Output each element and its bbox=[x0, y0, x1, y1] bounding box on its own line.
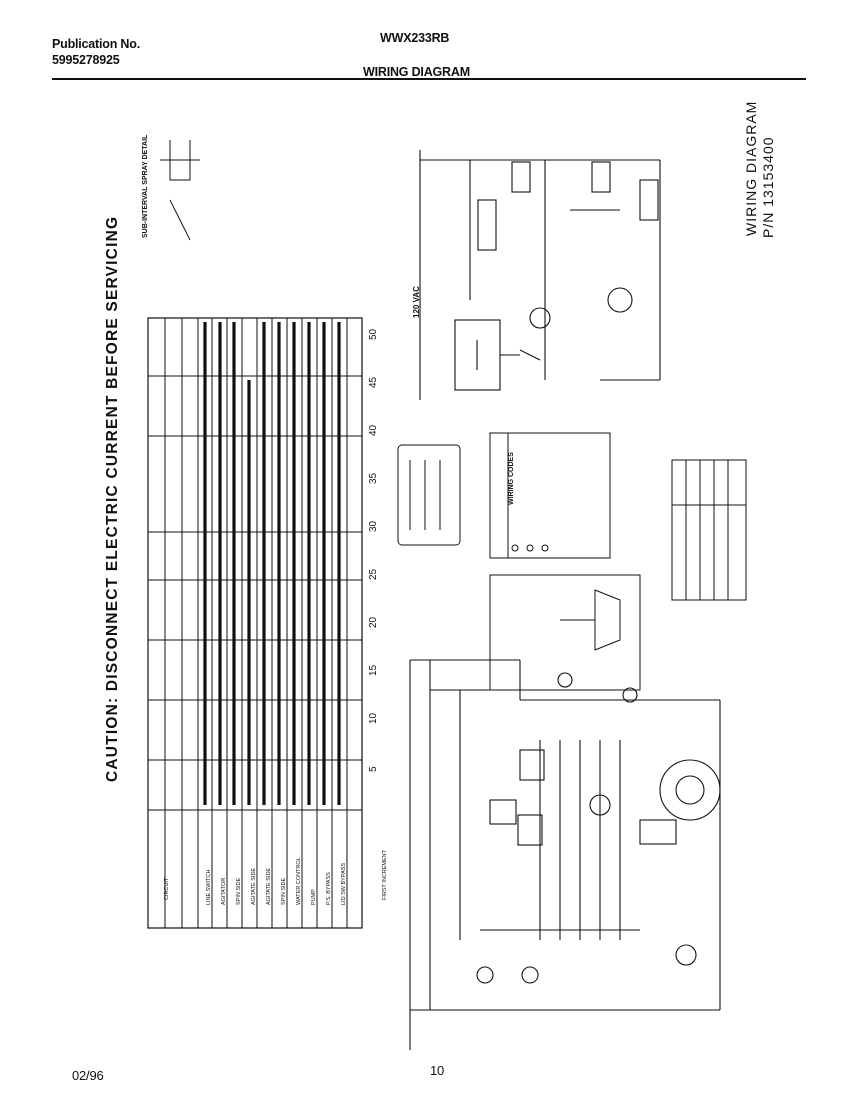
scale-label: 35 bbox=[368, 472, 379, 484]
wiring-codes-box bbox=[489, 432, 611, 559]
balance-switch-symbol bbox=[675, 944, 697, 966]
header-rule bbox=[52, 78, 806, 80]
footer-date: 02/96 bbox=[72, 1068, 104, 1083]
water-valve-symbol bbox=[519, 749, 545, 781]
schematic bbox=[419, 150, 661, 400]
scale-label: 10 bbox=[368, 712, 379, 724]
timer-sequence-chart bbox=[147, 317, 363, 929]
cabinet-ground bbox=[622, 687, 638, 703]
scale-label: 45 bbox=[368, 376, 379, 388]
publication-label: Publication No. bbox=[52, 37, 140, 51]
scale-label: 5 bbox=[368, 766, 379, 772]
scale-label: 15 bbox=[368, 664, 379, 676]
timer-scale-labels: 5 10 15 20 25 30 35 40 45 50 bbox=[368, 328, 379, 772]
scale-label: 40 bbox=[368, 424, 379, 436]
pictorial-wiring bbox=[409, 659, 721, 1050]
temperature-switch-table bbox=[671, 459, 747, 601]
circuit-label: AGITATOR bbox=[221, 878, 227, 905]
pressure-switch-symbol bbox=[489, 799, 517, 825]
circuit-label: LINE SWITCH bbox=[206, 870, 212, 905]
circuit-label: P.S. BYPASS bbox=[326, 872, 332, 905]
scale-label: 50 bbox=[368, 328, 379, 340]
service-cord-detail bbox=[489, 574, 641, 691]
circuit-label: LID SW BYPASS bbox=[341, 863, 347, 905]
scale-label: 20 bbox=[368, 616, 379, 628]
circuit-label: SPIN SIDE bbox=[236, 877, 242, 905]
circuit-label: SPIN SIDE bbox=[281, 877, 287, 905]
scale-label: 25 bbox=[368, 568, 379, 580]
timer-circuit-labels: CIRCUIT LINE SWITCH AGITATOR SPIN SIDE A… bbox=[164, 849, 388, 905]
spray-detail bbox=[160, 140, 200, 241]
circuit-label: AGITATE SIDE bbox=[266, 868, 272, 905]
timer-contact-bars bbox=[203, 322, 341, 805]
scale-label: 30 bbox=[368, 520, 379, 532]
model-number: WWX233RB bbox=[380, 31, 450, 45]
footer-page-number: 10 bbox=[430, 1063, 445, 1078]
circuit-label: AGITATE SIDE bbox=[251, 868, 257, 905]
capacitor-symbol bbox=[639, 819, 677, 845]
timer-plug-detail bbox=[397, 444, 461, 546]
circuit-label: WATER CONTROL bbox=[296, 857, 302, 905]
timer-motor-symbol bbox=[529, 307, 551, 329]
circuit-header: CIRCUIT bbox=[164, 877, 170, 900]
motor-symbol bbox=[659, 759, 721, 821]
pump-motor-symbol bbox=[607, 287, 633, 313]
page-title: WIRING DIAGRAM bbox=[363, 65, 470, 79]
control-bracket-ground bbox=[557, 672, 573, 688]
first-increment-label: FIRST INCREMENT bbox=[382, 849, 388, 900]
publication-number: 5995278925 bbox=[52, 53, 120, 67]
circuit-label: PUMP bbox=[311, 889, 317, 905]
pump-symbol bbox=[589, 794, 611, 816]
